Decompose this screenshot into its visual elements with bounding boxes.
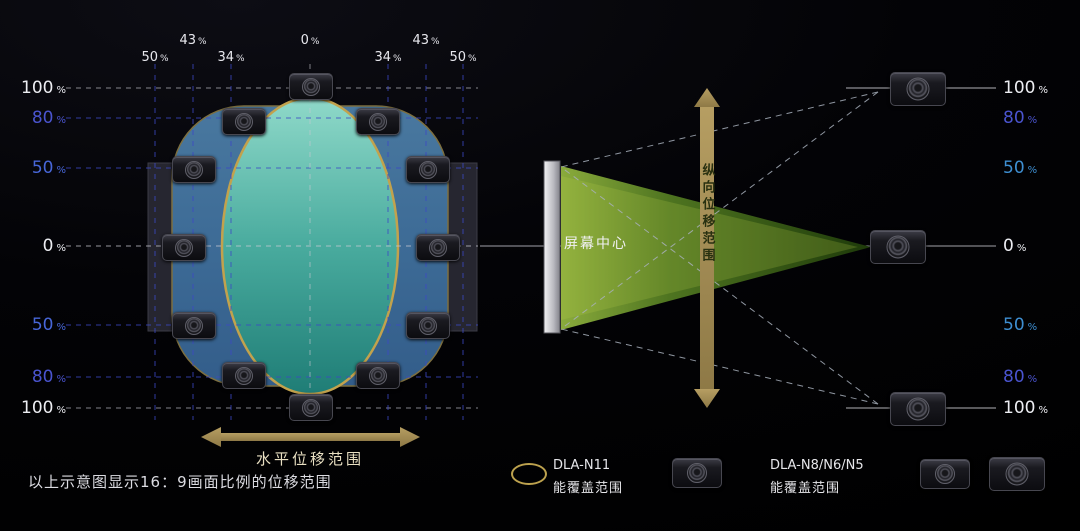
n11-coverage-legend-icon [511,463,547,485]
projector-icon [289,73,333,100]
projector-lens-icon [235,366,253,385]
top-scale-43-left: 43% [179,33,207,48]
left-scale-50-bottom: 50% [31,315,66,335]
projector-lens-icon [175,238,193,257]
projector-lens-icon [429,238,447,257]
top-scale-50-left: 50% [141,50,169,65]
projector-icon [356,362,400,389]
projector-icon [416,234,460,261]
left-scale-50-top: 50% [31,158,66,178]
projector-lens-icon [302,77,320,96]
projector-lens-icon [687,463,707,483]
top-scale-43-right: 43% [412,33,440,48]
projector-lens-icon [185,316,203,335]
right-scale-0: 0% [1003,236,1027,256]
top-scale-50-right: 50% [449,50,477,65]
right-scale-80-top: 80% [1003,108,1038,128]
projector-icon [289,394,333,421]
left-scale-100-bottom: 100% [21,398,66,418]
vertical-range-label: 纵向位移范围 [699,163,715,265]
top-scale-34-right: 34% [374,50,402,65]
left-scale-80-top: 80% [31,108,66,128]
left-scale-0: 0% [42,236,66,256]
top-scale-0: 0% [300,33,320,48]
left-scale-100-top: 100% [21,78,66,98]
legend-n8-desc: 能覆盖范围 [770,481,841,496]
projector-lens-icon [185,160,203,179]
projector-lens-icon [419,160,437,179]
vertical-shift-arrow [694,88,720,408]
projector-icon-center [870,230,926,264]
projector-icon-legend [989,457,1045,491]
legend-n8-model: DLA-N8/N6/N5 [770,458,864,473]
projector-lens-icon [419,316,437,335]
right-scale-80-bottom: 80% [1003,367,1038,387]
projector-icon-bottom-shift [890,392,946,426]
left-scale-80-bottom: 80% [31,367,66,387]
projector-icon [406,312,450,339]
projector-icon [222,362,266,389]
projector-lens-icon [235,112,253,131]
projector-icon [356,108,400,135]
screen-side-view [543,160,561,334]
projector-lens-icon [369,366,387,385]
horizontal-shift-arrow [201,427,420,447]
projector-lens-icon [906,77,930,101]
caption-text: 以上示意图显示16：9画面比例的位移范围 [28,473,332,491]
projector-icon [406,156,450,183]
screen-center-label: 屏幕中心 [564,236,628,252]
projector-lens-icon [369,112,387,131]
top-scale-34-left: 34% [217,50,245,65]
projector-icon-legend [920,459,970,489]
right-scale-100-bottom: 100% [1003,398,1048,418]
projector-lens-icon [886,235,910,259]
projector-lens-icon [1005,462,1029,486]
right-scale-100-top: 100% [1003,78,1048,98]
projector-icon [222,108,266,135]
projector-icon [172,312,216,339]
right-scale-50-top: 50% [1003,158,1038,178]
projector-icon [172,156,216,183]
projector-lens-icon [906,397,930,421]
projector-icon [162,234,206,261]
horizontal-range-label: 水平位移范围 [255,450,364,468]
projector-icon-top-shift [890,72,946,106]
projector-icon-legend [672,458,722,488]
projector-lens-icon [935,464,955,484]
projector-lens-icon [302,398,320,417]
legend-n11-desc: 能覆盖范围 [553,481,624,496]
right-scale-50-bottom: 50% [1003,315,1038,335]
legend-n11-model: DLA-N11 [553,458,611,473]
